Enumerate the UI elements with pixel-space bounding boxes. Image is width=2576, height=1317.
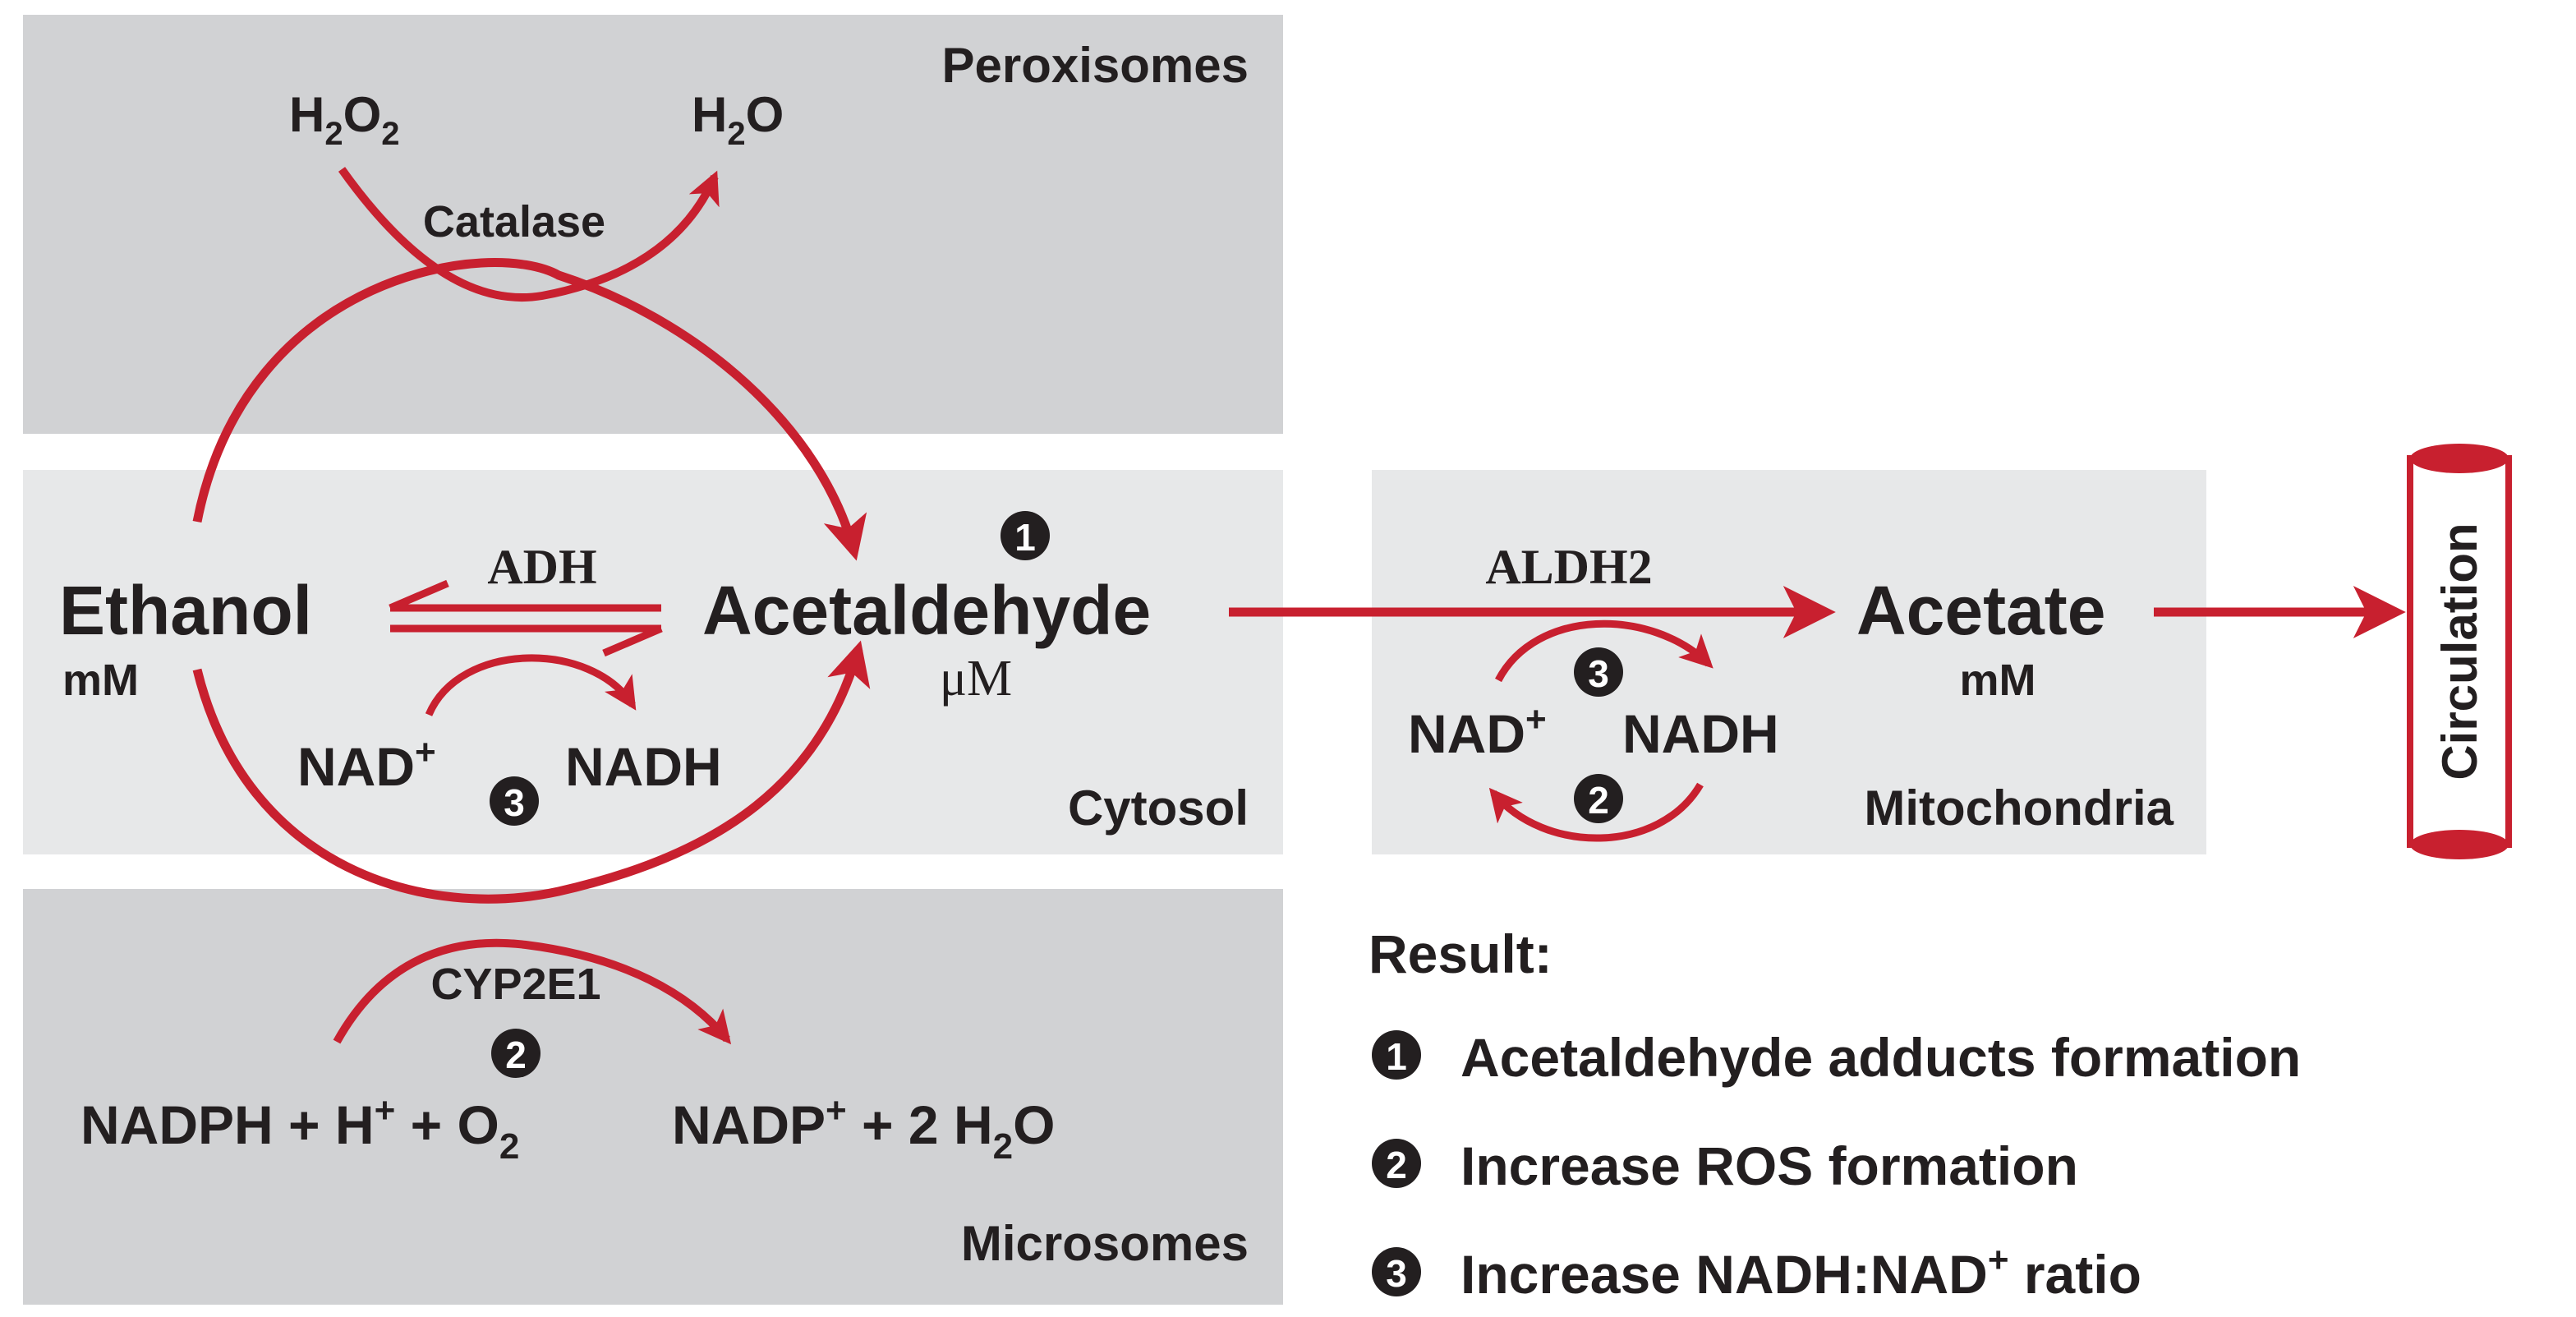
svg-text:Increase NADH:NAD+ ratio: Increase NADH:NAD+ ratio (1460, 1240, 2141, 1305)
acetaldehyde-label: Acetaldehyde (702, 572, 1151, 649)
cytosol-label: Cytosol (1068, 781, 1249, 836)
mitochondria-label: Mitochondria (1864, 781, 2174, 836)
peroxisomes-label: Peroxisomes (941, 38, 1249, 93)
svg-text:2: 2 (1588, 779, 1609, 822)
hydrogen-peroxide-label: H2O2 (289, 87, 400, 152)
svg-text:Acetaldehyde adducts formation: Acetaldehyde adducts formation (1460, 1027, 2301, 1088)
marker-1-cytosol: 1 (1000, 511, 1050, 560)
mito-nadh-to-nad-arrow (1488, 782, 1704, 842)
result-item-3: 3 Increase NADH:NAD+ ratio (1372, 1240, 2141, 1305)
svg-text:Increase ROS formation: Increase ROS formation (1460, 1135, 2078, 1196)
ethanol-label: Ethanol (59, 572, 312, 649)
cytosol-nad-arrow (425, 654, 637, 716)
marker-2-microsomes: 2 (491, 1029, 540, 1078)
nadp-products-label: NADP+ + 2 H2O (672, 1090, 1055, 1167)
svg-text:3: 3 (504, 781, 525, 824)
mito-nadh-label: NADH (1622, 703, 1779, 764)
ethanol-concentration: mM (62, 656, 139, 705)
marker-3-mitochondria: 3 (1574, 647, 1623, 697)
aldh2-label: ALDH2 (1485, 540, 1652, 594)
svg-text:1: 1 (1014, 516, 1036, 559)
circulation-vessel: Circulation (2407, 444, 2512, 859)
adh-reversible-arrows (389, 579, 663, 657)
result-item-1: 1 Acetaldehyde adducts formation (1372, 1027, 2301, 1088)
mito-nad-to-nadh-arrow (1495, 619, 1714, 683)
result-item-2: 2 Increase ROS formation (1372, 1135, 2078, 1196)
svg-text:2: 2 (1386, 1144, 1407, 1186)
cytosol-nad-label: NAD+ (297, 732, 436, 797)
result-heading: Result: (1368, 923, 1552, 984)
catalase-pathway-arrow (192, 258, 867, 561)
svg-text:1: 1 (1386, 1035, 1407, 1078)
cyp2e1-label: CYP2E1 (430, 960, 600, 1009)
cyp2e1-cofactor-arrow (333, 938, 732, 1045)
peroxisomes-panel (23, 15, 1283, 434)
nadph-reactants-label: NADPH + H+ + O2 (80, 1090, 519, 1167)
acetate-concentration: mM (1960, 656, 2036, 705)
adh-label: ADH (487, 540, 596, 594)
water-label: H2O (692, 87, 784, 152)
mito-nad-label: NAD+ (1408, 699, 1547, 764)
microsomes-label: Microsomes (961, 1216, 1249, 1271)
catalase-label: Catalase (423, 197, 605, 246)
circulation-label: Circulation (2432, 523, 2487, 780)
svg-text:2: 2 (505, 1034, 527, 1076)
acetate-label: Acetate (1856, 572, 2105, 649)
marker-3-cytosol: 3 (490, 776, 539, 826)
microsomes-panel (23, 889, 1283, 1305)
svg-text:3: 3 (1588, 652, 1609, 695)
svg-text:3: 3 (1386, 1252, 1407, 1295)
cyp2e1-pathway-arrow (192, 640, 871, 904)
catalase-cofactor-arrow (338, 167, 720, 302)
cytosol-panel (23, 470, 1283, 854)
cytosol-nadh-label: NADH (565, 736, 722, 797)
acetaldehyde-concentration: μM (940, 651, 1012, 707)
marker-2-mitochondria: 2 (1574, 774, 1623, 823)
